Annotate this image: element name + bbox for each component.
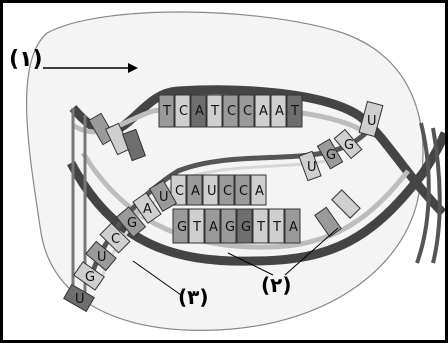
base-letter: C: [223, 184, 232, 199]
base-letter: C: [243, 104, 252, 119]
base-letter: A: [259, 104, 268, 119]
base-letter: U: [97, 250, 107, 265]
base-letter: U: [75, 292, 85, 307]
base-letter: G: [127, 216, 137, 231]
base-letter: A: [143, 202, 152, 217]
transcription-diagram: T C A T C C A A T C A U: [3, 3, 445, 340]
label-3: (٣): [178, 287, 209, 307]
base-letter: G: [344, 138, 354, 153]
base-letter: T: [192, 220, 201, 235]
base-letter: U: [367, 114, 377, 129]
base-letter: U: [307, 160, 317, 175]
template-strand-top: T C A T C C A A T: [159, 95, 302, 127]
base-letter: C: [239, 184, 248, 199]
base-letter: A: [191, 184, 200, 199]
base-letter: G: [241, 220, 251, 235]
base-letter: C: [111, 232, 120, 247]
base-letter: T: [162, 104, 171, 119]
base-letter: T: [290, 104, 299, 119]
base-letter: T: [272, 220, 281, 235]
base-letter: A: [289, 220, 298, 235]
base-letter: A: [195, 104, 204, 119]
base-letter: G: [177, 220, 187, 235]
base-letter: U: [207, 184, 217, 199]
base-letter: G: [326, 148, 336, 163]
template-strand-bottom: G T A G G T T A: [173, 209, 300, 243]
base-letter: A: [209, 220, 218, 235]
base-letter: T: [256, 220, 265, 235]
base-letter: A: [275, 104, 284, 119]
base-letter: A: [255, 184, 264, 199]
base-letter: T: [210, 104, 219, 119]
base-letter: C: [179, 104, 188, 119]
base-letter: C: [175, 184, 184, 199]
base-letter: G: [85, 270, 95, 285]
base-letter: G: [225, 220, 235, 235]
label-2: (٢): [261, 275, 292, 295]
base-letter: C: [227, 104, 236, 119]
base-letter: U: [159, 190, 169, 205]
label-1: (١): [9, 49, 43, 71]
rna-mid-bases: C A U C C A: [171, 175, 266, 205]
